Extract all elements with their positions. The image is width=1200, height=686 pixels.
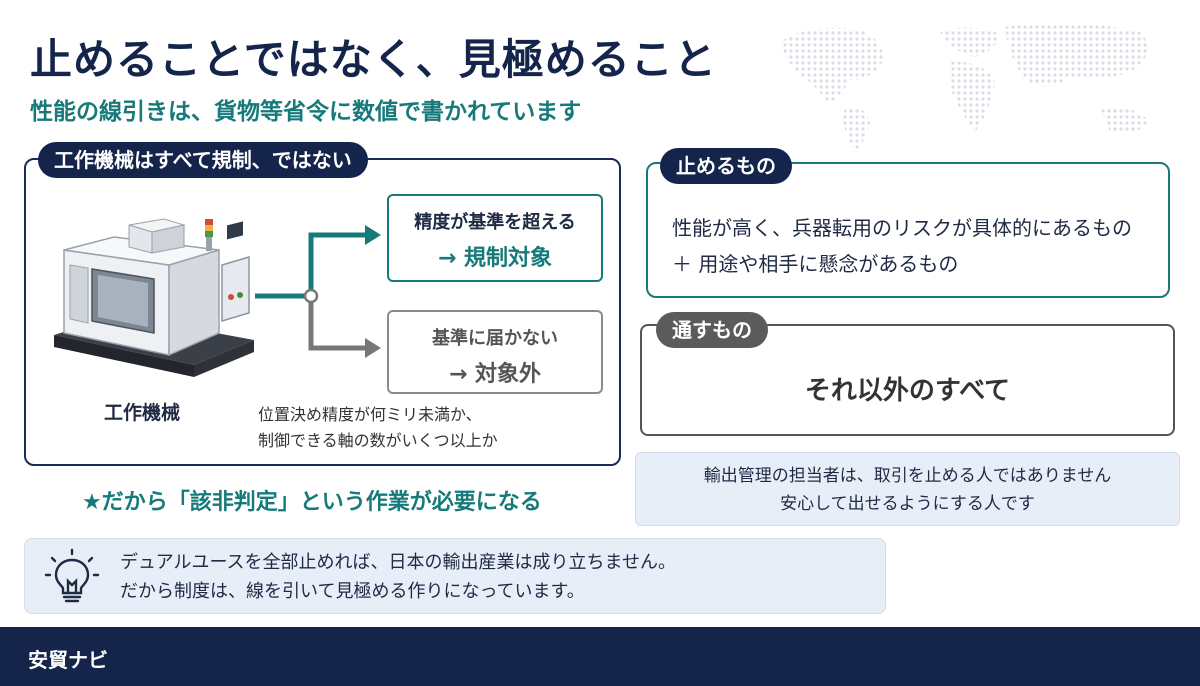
branch-arrow-icon (255, 225, 381, 358)
hint-box (24, 538, 886, 614)
pass-pill: 通すもの (656, 312, 768, 348)
officer-box: 輸出管理の担当者は、取引を止める人ではありません 安心して出せるようにする人です (635, 452, 1180, 526)
world-map-icon (780, 23, 1150, 154)
conclusion-line: ★だから「該非判定」という作業が必要になる (82, 490, 542, 515)
footer-bar (0, 627, 1200, 686)
hint-line: デュアルユースを全部止めれば、日本の輸出産業は成り立ちません。 (120, 552, 677, 573)
criteria-note-line: 制御できる軸の数がいくつ以上か (258, 431, 498, 450)
regulated-box: 精度が基準を超える → 規制対象 (387, 194, 603, 282)
stop-pill: 止めるもの (660, 148, 792, 184)
hint-line: だから制度は、線を引いて見極める作りになっています。 (120, 581, 585, 602)
regulated-condition: 精度が基準を超える (414, 212, 576, 233)
pass-text: それ以外のすべて (804, 376, 1011, 406)
footer-brand: 安貿ナビ (28, 648, 108, 672)
stop-line: ＋ 用途や相手に懸念があるもの (672, 252, 959, 276)
criteria-note-line: 位置決め精度が何ミリ未満か、 (258, 405, 482, 424)
stop-text: 性能が高く、兵器転用のリスクが具体的にあるもの ＋ 用途や相手に懸念があるもの (672, 210, 1132, 282)
page-title: 止めることではなく、見極めること (30, 35, 717, 84)
machine-tool-pill: 工作機械はすべて規制、ではない (38, 142, 368, 178)
machine-tool-illustration (54, 218, 254, 377)
stop-line: 性能が高く、兵器転用のリスクが具体的にあるもの (672, 216, 1132, 240)
officer-line: 安心して出せるようにする人です (780, 494, 1035, 514)
page-subtitle: 性能の線引きは、貨物等省令に数値で書かれています (30, 99, 582, 125)
criteria-note: 位置決め精度が何ミリ未満か、 制御できる軸の数がいくつ以上か (258, 402, 498, 454)
not-regulated-box: 基準に届かない → 対象外 (387, 310, 603, 394)
hint-text: デュアルユースを全部止めれば、日本の輸出産業は成り立ちません。 だから制度は、線… (120, 548, 676, 606)
not-regulated-condition: 基準に届かない (432, 328, 558, 349)
regulated-result: → 規制対象 (437, 246, 553, 271)
lightbulb-icon (44, 548, 100, 603)
machine-label: 工作機械 (104, 402, 181, 424)
officer-line: 輸出管理の担当者は、取引を止める人ではありません (703, 466, 1112, 486)
stop-box (646, 162, 1170, 298)
not-regulated-result: → 対象外 (448, 362, 542, 387)
